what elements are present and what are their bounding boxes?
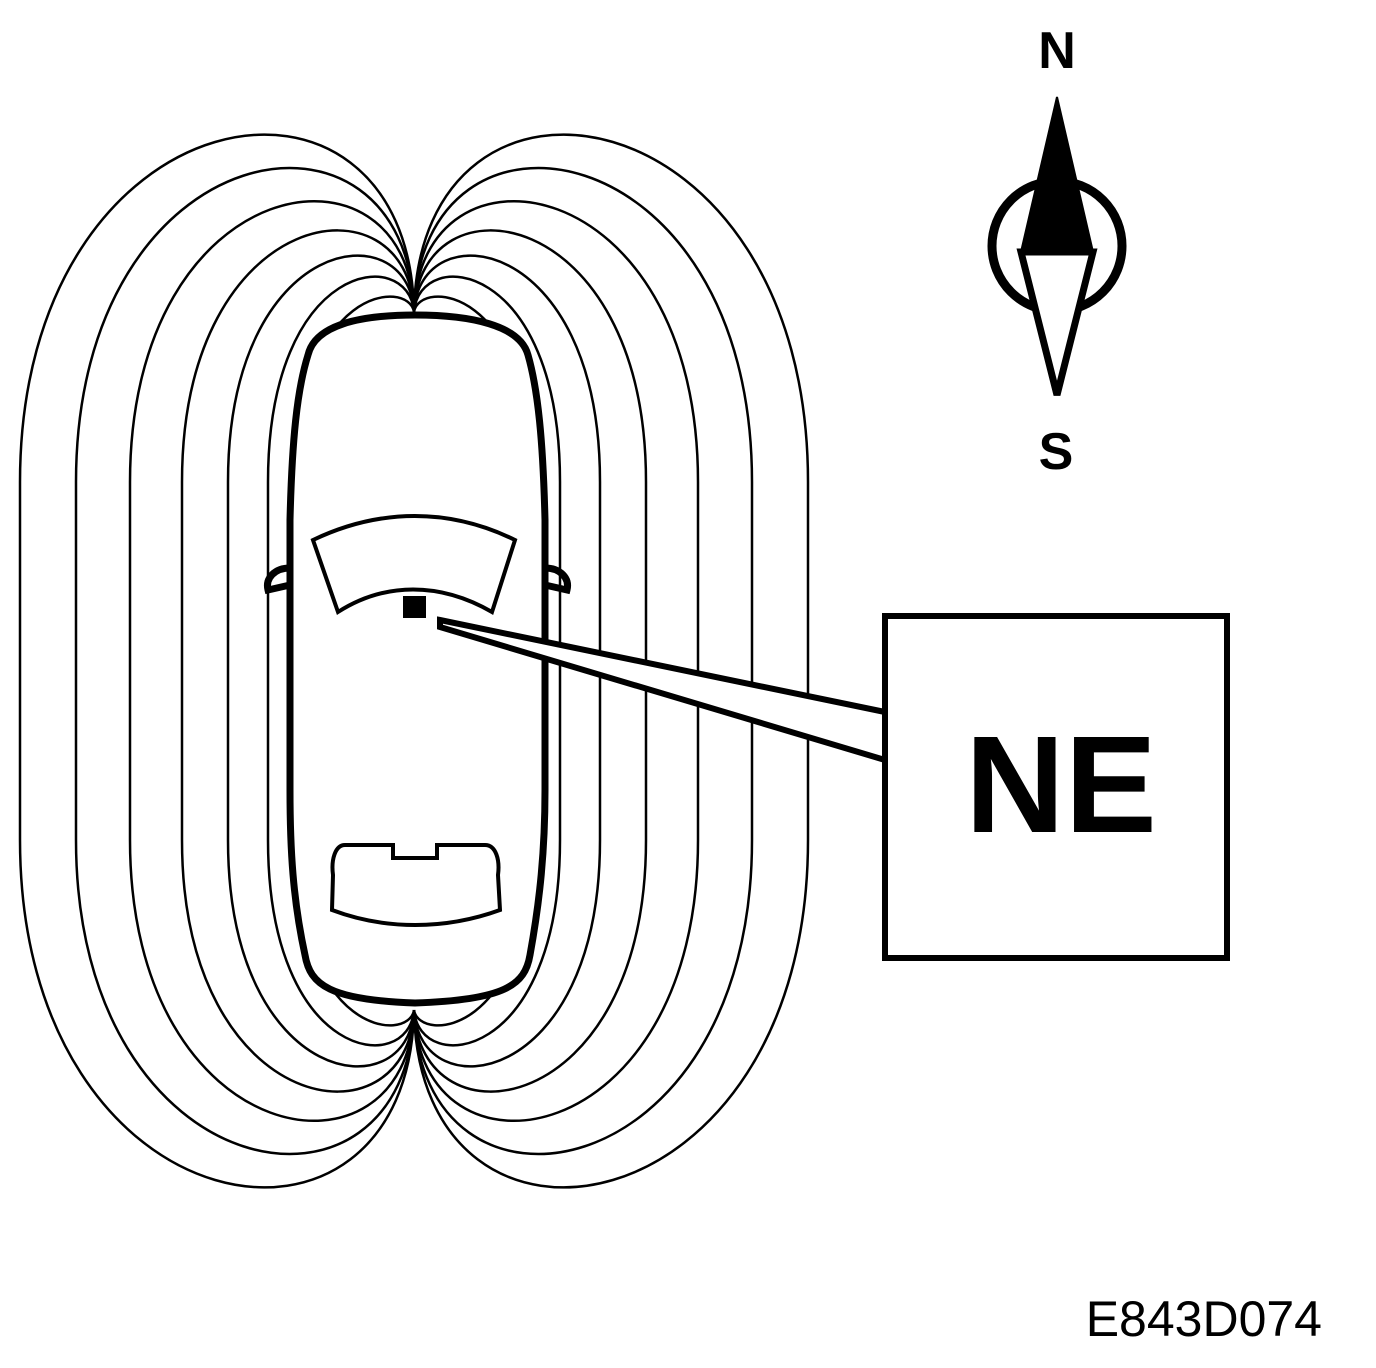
field-line xyxy=(74,166,416,1156)
compass-sensor-module xyxy=(403,596,426,618)
field-line xyxy=(266,275,416,1047)
field-line xyxy=(412,199,700,1123)
north-label: N xyxy=(1038,22,1076,80)
field-line xyxy=(412,166,754,1156)
field-line xyxy=(180,229,416,1093)
figure-reference-code: E843D074 xyxy=(1086,1291,1322,1347)
field-line xyxy=(128,199,416,1123)
vehicle-outline xyxy=(263,311,572,1007)
south-label: S xyxy=(1039,423,1074,481)
display-box xyxy=(882,613,1230,961)
left-mirror xyxy=(263,564,291,595)
compass-display: NE xyxy=(882,613,1230,961)
field-line xyxy=(18,133,416,1189)
right-mirror xyxy=(544,564,572,595)
display-heading-text: NE xyxy=(965,708,1157,862)
windshield xyxy=(310,514,518,616)
field-line xyxy=(226,254,416,1068)
vehicle-body xyxy=(286,311,549,1007)
north-arrow-compass: N S xyxy=(987,22,1127,481)
field-line xyxy=(412,133,810,1189)
rear-window xyxy=(329,843,503,927)
north-needle xyxy=(1019,96,1095,253)
south-needle xyxy=(1016,248,1098,396)
